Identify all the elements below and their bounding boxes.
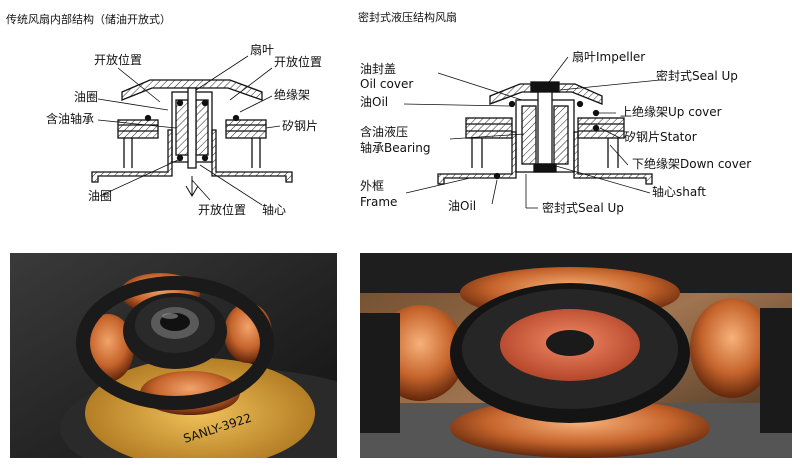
label-oil-ring-bottom: 油圈 <box>88 189 112 203</box>
label-silicon-steel: 矽钢片 <box>282 118 318 133</box>
label-shaft-right: 轴心shaft <box>652 184 706 199</box>
traditional-fan-photo: SANLY-3922 <box>10 253 337 458</box>
left-frame <box>91 129 173 183</box>
left-impeller-hub <box>121 79 263 101</box>
label-seal-up-bottom: 密封式Seal Up <box>542 200 624 215</box>
label-oil-ring-top: 油圈 <box>74 90 98 104</box>
label-bearing-cn: 含油液压 <box>360 124 408 139</box>
left-shaft <box>187 87 197 169</box>
traditional-fan-section <box>91 55 293 206</box>
right-stator-left <box>465 117 513 139</box>
right-shaft <box>537 91 553 165</box>
label-blade: 扇叶 <box>250 42 274 57</box>
label-down-cover: 下绝缘架Down cover <box>632 156 751 171</box>
label-frame-en: Frame <box>360 195 397 209</box>
left-diagram-title: 传统风扇内部结构（储油开放式） <box>6 13 171 26</box>
left-stator-right <box>225 119 267 139</box>
label-oil-cover-cn: 油封盖 <box>360 62 396 76</box>
label-oil-top: 油Oil <box>360 95 388 109</box>
sealed-fan-section <box>403 56 661 209</box>
cross-section-diagrams: 开放位置 扇叶 开放位置 油圈 绝缘架 含油轴承 矽钢片 油圈 开放位置 轴心 <box>46 42 751 217</box>
label-seal-up-top: 密封式Seal Up <box>656 68 738 83</box>
right-frame <box>437 131 517 185</box>
label-oil-bearing: 含油轴承 <box>46 111 94 126</box>
label-open-top-left: 开放位置 <box>94 52 142 67</box>
label-stator: 矽钢片Stator <box>624 129 697 144</box>
label-open-top-right: 开放位置 <box>274 54 322 69</box>
label-shaft: 轴心 <box>262 202 286 217</box>
label-impeller: 扇叶Impeller <box>572 49 645 64</box>
label-open-bottom: 开放位置 <box>198 202 246 217</box>
label-up-cover: 上绝缘架Up cover <box>620 104 722 119</box>
traditional-fan-labels: 开放位置 扇叶 开放位置 油圈 绝缘架 含油轴承 矽钢片 油圈 开放位置 轴心 <box>46 42 322 217</box>
label-oil-bottom: 油Oil <box>448 199 476 213</box>
label-insulator: 绝缘架 <box>274 87 310 102</box>
sealed-fan-labels: 扇叶Impeller 油封盖 密封式Seal Up Oil cover 油Oil… <box>360 49 751 215</box>
sealed-fan-photo-drawing <box>360 253 792 458</box>
label-oil-cover-en: Oil cover <box>360 77 413 91</box>
label-frame-cn: 外框 <box>360 179 384 193</box>
label-bearing-en: 轴承Bearing <box>360 140 430 155</box>
sealed-fan-photo <box>360 253 792 458</box>
right-stator-right <box>577 117 625 139</box>
traditional-fan-photo-drawing: SANLY-3922 <box>10 253 337 458</box>
right-diagram-title: 密封式液压结构风扇 <box>358 11 457 24</box>
